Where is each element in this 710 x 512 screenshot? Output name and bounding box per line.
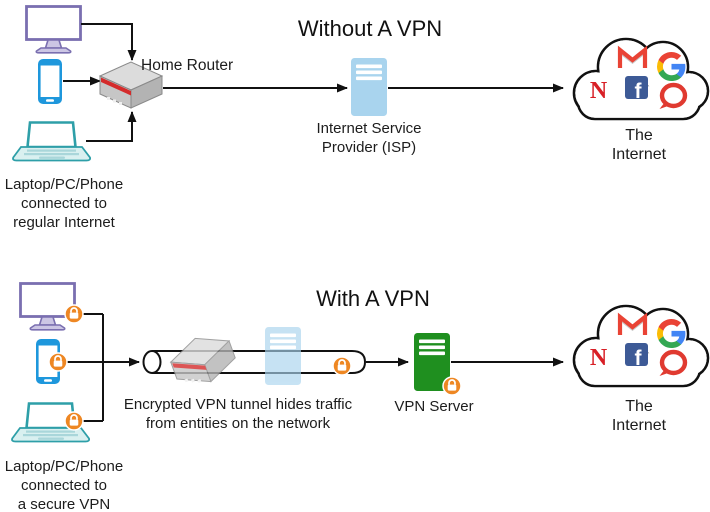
tunnel-opening: [142, 350, 162, 374]
tunneled-isp-icon: [265, 327, 301, 385]
devices-caption-top: Laptop/PC/Phone connected to regular Int…: [4, 176, 124, 231]
title-with-vpn: With A VPN: [316, 286, 430, 311]
internet-label-top: The Internet: [611, 127, 667, 163]
tunneled-router-icon: [165, 327, 241, 393]
tunnel-caption: Encrypted VPN tunnel hides traffic from …: [123, 396, 353, 432]
laptop-icon: [11, 121, 92, 162]
internet-cloud-bottom: [574, 306, 708, 386]
arrow-monitor-to-router: [81, 23, 137, 61]
monitor-lock-icon: [64, 304, 84, 324]
vpn-tunnel: [142, 327, 367, 393]
with-vpn-section: [10, 282, 708, 443]
internet-cloud-top: [574, 39, 708, 119]
vpn-server: [414, 333, 462, 396]
title-without-vpn: Without A VPN: [297, 16, 443, 41]
devices-caption-bottom: Laptop/PC/Phone connected to a secure VP…: [4, 458, 124, 512]
home-router-label: Home Router: [141, 57, 234, 74]
without-vpn-section: [11, 5, 708, 162]
isp-label: Internet Service Provider (ISP): [316, 120, 422, 156]
tunnel-lock-icon: [332, 356, 352, 376]
desktop-monitor-icon: [25, 5, 82, 55]
isp-server-icon: [351, 58, 387, 116]
vpn-server-label: VPN Server: [394, 398, 474, 415]
arrow-laptop-to-router: [86, 111, 137, 142]
phone-lock-icon: [48, 352, 68, 372]
laptop-lock-icon: [64, 411, 84, 431]
device-to-tunnel-lines: [66, 313, 140, 422]
smartphone-icon: [38, 59, 62, 104]
desktop-monitor-locked-icon: [19, 282, 76, 332]
vpn-server-lock-icon: [442, 376, 462, 396]
device-to-router-arrows: [63, 23, 137, 142]
internet-label-bottom: The Internet: [611, 398, 667, 434]
